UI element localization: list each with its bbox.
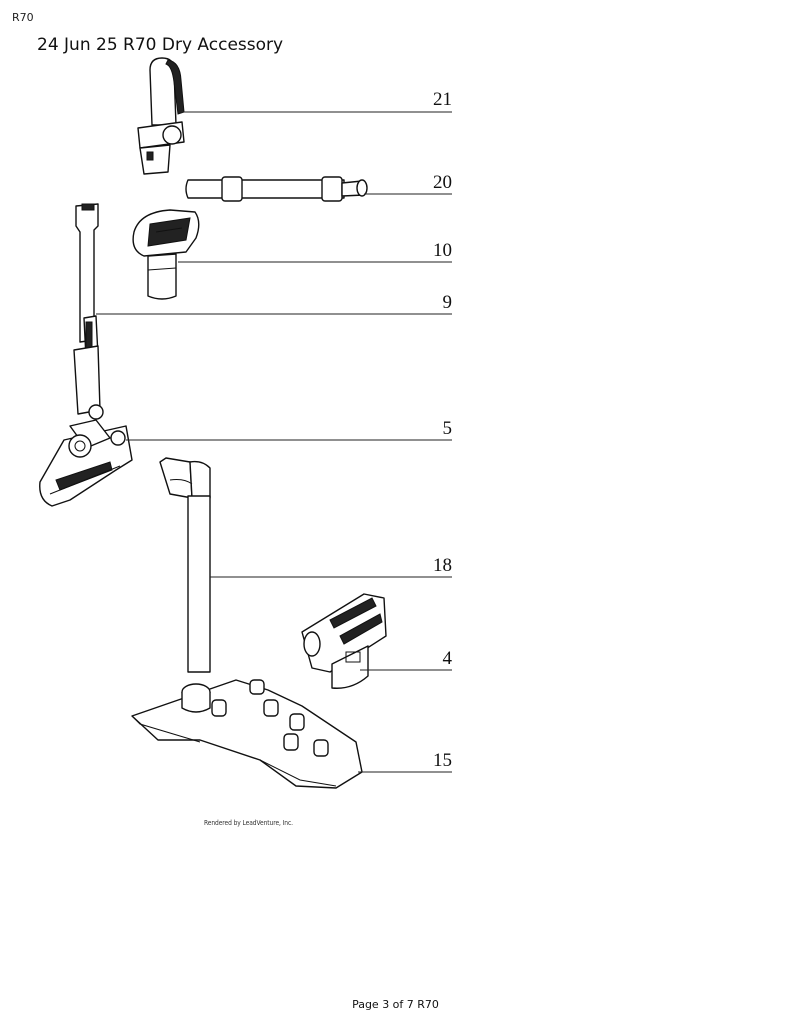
part-15-base-plate xyxy=(131,679,363,789)
part-5-floor-head xyxy=(39,419,133,507)
part-9-wand xyxy=(73,203,104,420)
callout-20: 20 xyxy=(433,172,452,193)
model-code: R70 xyxy=(12,11,34,24)
callout-21: 21 xyxy=(433,89,452,110)
part-20-extension-tube xyxy=(185,176,368,202)
part-10-dusting-brush xyxy=(132,209,200,300)
callout-15: 15 xyxy=(433,750,452,771)
callout-9: 9 xyxy=(442,292,453,313)
page-number: Page 3 of 7 R70 xyxy=(352,998,439,1011)
callout-10: 10 xyxy=(433,240,452,261)
render-credit: Rendered by LeadVenture, Inc. xyxy=(204,819,293,827)
part-18-storage-post xyxy=(159,457,211,673)
page-title: 24 Jun 25 R70 Dry Accessory xyxy=(37,35,284,55)
part-4-turbo-brush xyxy=(301,593,387,689)
callout-18: 18 xyxy=(433,555,452,576)
callout-5: 5 xyxy=(442,418,453,439)
callout-4: 4 xyxy=(442,648,453,669)
part-21-hose-adapter xyxy=(137,57,185,175)
